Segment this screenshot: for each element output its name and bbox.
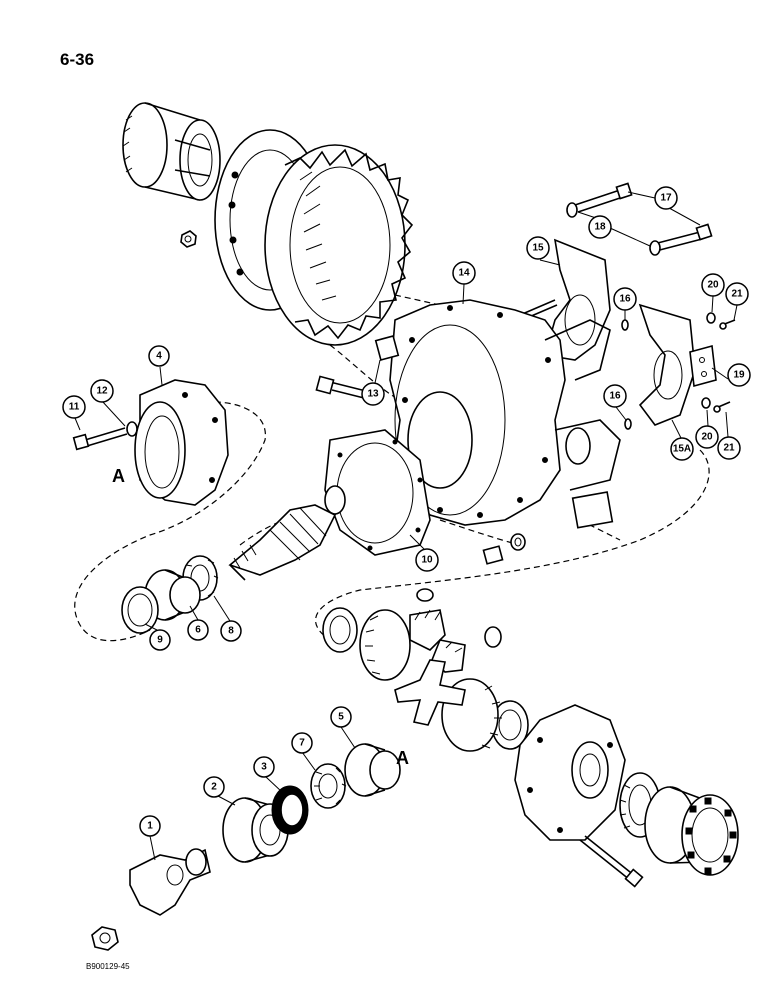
nut-small-upper (180, 230, 197, 248)
bearing-cap-15 (519, 238, 611, 361)
svg-text:3: 3 (261, 762, 267, 773)
svg-text:20: 20 (701, 432, 713, 443)
svg-text:20: 20 (707, 280, 719, 291)
document-code: B900129-45 (86, 962, 130, 971)
callout-21-upper: 21 (725, 282, 749, 306)
callout-6: 6 (187, 619, 209, 641)
svg-text:13: 13 (367, 389, 379, 400)
svg-text:2: 2 (211, 782, 217, 793)
svg-text:16: 16 (619, 294, 631, 305)
svg-text:7: 7 (299, 738, 305, 749)
callout-15: 15 (526, 236, 550, 260)
bearing-cap-15a (638, 303, 696, 426)
callout-17: 17 (654, 186, 678, 210)
reference-letter-a-left: A (112, 466, 125, 486)
drain-plug (482, 533, 526, 565)
roll-pins-16 (621, 319, 632, 430)
callout-4: 4 (148, 345, 170, 367)
svg-text:4: 4 (156, 351, 162, 362)
callout-12: 12 (90, 379, 114, 403)
svg-text:14: 14 (458, 268, 470, 279)
leader-lines (74, 259, 738, 861)
reference-letter-a-right: A (396, 748, 409, 768)
svg-text:17: 17 (660, 193, 672, 204)
callout-14: 14 (452, 261, 476, 285)
callout-13: 13 (361, 382, 385, 406)
callout-19: 19 (727, 363, 751, 387)
svg-text:1: 1 (147, 821, 153, 832)
thrust-washers (322, 588, 529, 750)
callout-15a: 15A (670, 437, 694, 461)
callout-9: 9 (149, 629, 171, 651)
shim-9 (121, 586, 159, 634)
callout-20-lower: 20 (695, 425, 719, 449)
lock-screws-20-21 (701, 312, 736, 413)
svg-text:5: 5 (338, 712, 344, 723)
svg-text:15: 15 (532, 243, 544, 254)
adjuster-ring (681, 794, 739, 876)
callout-20-upper: 20 (701, 273, 725, 297)
callout-8: 8 (220, 620, 242, 642)
yoke-nut (91, 926, 119, 951)
svg-text:21: 21 (731, 289, 743, 300)
bearing-cup-5 (344, 743, 401, 797)
svg-text:12: 12 (96, 386, 108, 397)
callout-11: 11 (62, 395, 86, 419)
callout-21-lower: 21 (717, 436, 741, 460)
callout-10: 10 (415, 548, 439, 572)
callout-7: 7 (291, 732, 313, 754)
svg-text:9: 9 (157, 635, 163, 646)
cap-bolts-17 (566, 182, 713, 256)
differential-case-half (514, 704, 626, 841)
callout-1: 1 (139, 815, 161, 837)
cross-shaft (394, 659, 466, 726)
svg-text:11: 11 (69, 402, 80, 413)
pinion-bearing-7 (310, 763, 347, 809)
svg-text:6: 6 (195, 625, 201, 636)
carrier-housing-14 (389, 299, 621, 529)
callout-3: 3 (253, 756, 275, 778)
page-number: 6-36 (60, 50, 95, 69)
svg-text:15A: 15A (673, 444, 691, 455)
svg-text:10: 10 (421, 555, 433, 566)
carrier-bearing-cup-upper (122, 102, 221, 201)
yoke-1 (129, 848, 211, 916)
drive-pinion (228, 485, 346, 581)
svg-text:8: 8 (228, 626, 234, 637)
callout-16-upper: 16 (613, 287, 637, 311)
callout-5: 5 (330, 706, 352, 728)
svg-text:18: 18 (594, 222, 606, 233)
svg-text:19: 19 (733, 370, 745, 381)
long-bolt (579, 835, 644, 888)
callout-18: 18 (588, 215, 612, 239)
svg-text:16: 16 (609, 391, 621, 402)
capscrew-11-washer-12 (72, 421, 138, 451)
callout-2: 2 (203, 776, 225, 798)
stud-13 (315, 335, 400, 401)
oil-seal-3 (271, 785, 309, 835)
pinion-housing-4 (134, 379, 229, 506)
callout-16-lower: 16 (603, 384, 627, 408)
svg-text:21: 21 (723, 443, 735, 454)
ring-gear-and-case (214, 129, 414, 346)
lock-plate-19 (689, 344, 717, 388)
